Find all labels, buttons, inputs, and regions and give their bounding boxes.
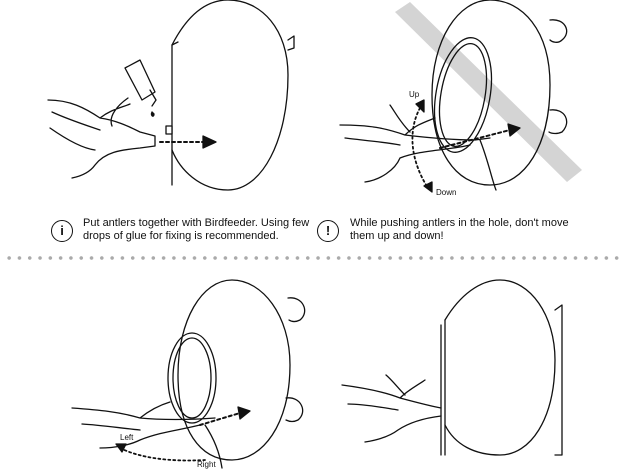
antler <box>339 104 497 191</box>
birdfeeder-ear <box>285 397 304 423</box>
birdfeeder-board <box>440 304 563 456</box>
glue-bottle <box>124 59 157 107</box>
warning-icon: ! <box>317 220 339 242</box>
label-down: Down <box>436 188 457 197</box>
birdfeeder-ear <box>549 19 568 43</box>
insert-arrow <box>439 129 511 149</box>
birdfeeder-ear <box>548 109 568 135</box>
step1-illustration <box>47 0 295 191</box>
section-divider <box>4 256 624 260</box>
label-left: Left <box>120 433 134 442</box>
step1-note: Put antlers together with Birdfeeder. Us… <box>83 217 310 242</box>
hanging-ring <box>433 37 493 153</box>
step2-illustration <box>339 0 582 193</box>
insert-arrow <box>199 412 241 426</box>
antler <box>341 374 442 443</box>
up-down-arrow <box>411 107 429 189</box>
antler <box>71 401 223 469</box>
antler <box>47 97 156 179</box>
birdfeeder-egg <box>171 0 289 191</box>
birdfeeder-ear <box>287 297 306 323</box>
label-right: Right <box>197 460 216 469</box>
step4-illustration <box>341 279 563 456</box>
birdfeeder-egg <box>177 279 291 461</box>
birdfeeder-egg <box>431 0 551 186</box>
step2-note: While pushing antlers in the hole, don't… <box>350 217 569 242</box>
birdfeeder-board <box>171 35 295 186</box>
info-icon: i <box>51 220 73 242</box>
label-up: Up <box>409 90 420 99</box>
birdfeeder-egg <box>444 279 556 456</box>
step3-illustration <box>71 279 306 469</box>
left-right-arrow <box>119 447 206 462</box>
forbidden-band <box>395 2 582 182</box>
hanging-ring <box>167 332 217 424</box>
